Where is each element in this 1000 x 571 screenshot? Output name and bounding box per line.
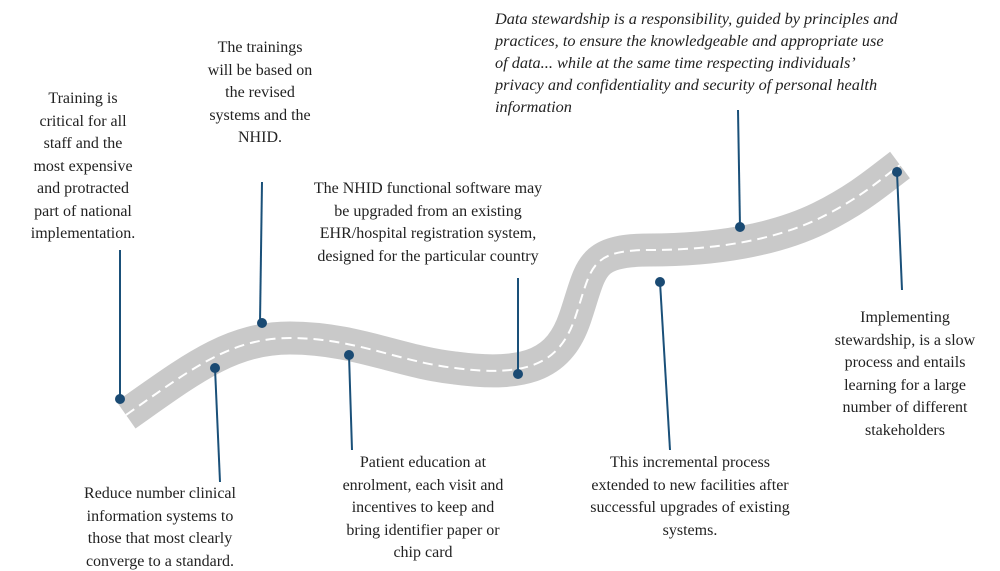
connector-trainings-revised — [259, 181, 263, 324]
annotation-line: information — [495, 97, 572, 116]
connector-incremental-process — [659, 281, 671, 451]
annotation-line: This incremental process — [610, 454, 770, 471]
annotation-line: extended to new facilities after — [591, 476, 789, 494]
annotation-line: incentives to keep and — [351, 499, 495, 516]
marker-dot — [513, 369, 523, 379]
marker-dot — [115, 394, 125, 404]
annotation-reduce-systems: Reduce number clinical information syste… — [60, 483, 260, 571]
annotation-line: Patient education at — [359, 454, 487, 471]
annotation-line: stewardship, is a slow — [834, 331, 976, 349]
annotation-line: The trainings — [217, 39, 303, 56]
annotation-line: will be based on — [207, 61, 313, 79]
annotation-training-critical: Training is critical for all staff and t… — [0, 88, 166, 246]
marker-dot — [257, 318, 267, 328]
annotation-line: enrolment, each visit and — [342, 476, 504, 494]
annotation-line: systems. — [662, 521, 718, 539]
annotation-line: process and entails — [844, 354, 966, 371]
marker-dot — [210, 363, 220, 373]
annotation-patient-education: Patient education at enrolment, each vis… — [318, 452, 528, 565]
annotation-incremental-process: This incremental process extended to new… — [555, 452, 825, 542]
annotation-line: privacy and confidentiality and security… — [495, 75, 878, 94]
annotation-line: Training is — [48, 90, 118, 107]
annotation-line: part of national — [34, 202, 132, 220]
annotation-line: Data stewardship is a responsibility, gu… — [495, 9, 898, 28]
annotation-line: designed for the particular country — [317, 247, 539, 265]
annotation-line: stakeholders — [865, 421, 945, 439]
annotation-line: systems and the — [209, 106, 311, 124]
connector-reduce-systems — [214, 367, 221, 483]
annotation-line: converge to a standard. — [85, 552, 235, 570]
annotation-connectors — [119, 109, 903, 483]
annotation-line: bring identifier paper or — [346, 521, 500, 539]
marker-dot — [892, 167, 902, 177]
annotation-line: number of different — [842, 399, 968, 416]
marker-dot — [655, 277, 665, 287]
annotation-line: implementation. — [30, 225, 136, 242]
annotation-line: Reduce number clinical — [84, 485, 236, 502]
annotation-line: chip card — [393, 544, 453, 561]
annotation-line: practices, to ensure the knowledgeable a… — [495, 31, 884, 50]
annotation-nhid-software: The NHID functional software may be upgr… — [268, 178, 588, 268]
annotation-line: successful upgrades of existing — [590, 499, 790, 516]
annotation-line: and protracted — [37, 180, 129, 197]
annotation-line: of data... while at the same time respec… — [495, 53, 856, 72]
marker-dot — [344, 350, 354, 360]
annotation-line: The NHID functional software may — [313, 180, 543, 197]
annotation-line: NHID. — [238, 129, 282, 146]
annotation-line: staff and the — [43, 135, 123, 152]
road-center-line — [125, 164, 901, 416]
connector-patient-education — [348, 354, 353, 451]
annotation-line: EHR/hospital registration system, — [319, 225, 537, 242]
annotation-line: most expensive — [33, 157, 133, 175]
annotation-line: those that most clearly — [87, 530, 233, 547]
annotation-line: learning for a large — [844, 376, 966, 394]
annotation-line: critical for all — [39, 112, 127, 130]
annotation-line: Implementing — [860, 309, 950, 326]
annotation-line: information systems to — [86, 507, 234, 525]
marker-dot — [735, 222, 745, 232]
annotation-stewardship-definition: Data stewardship is a responsibility, gu… — [495, 8, 995, 118]
road-markers — [115, 167, 902, 404]
annotation-line: the revised — [225, 84, 295, 101]
annotation-line: be upgraded from an existing — [334, 202, 522, 220]
connector-implementing-stewardship — [896, 171, 903, 291]
annotation-implementing-stewardship: Implementing stewardship, is a slow proc… — [815, 307, 995, 442]
connector-stewardship-definition — [737, 109, 741, 228]
annotation-trainings-revised: The trainings will be based on the revis… — [185, 37, 335, 150]
